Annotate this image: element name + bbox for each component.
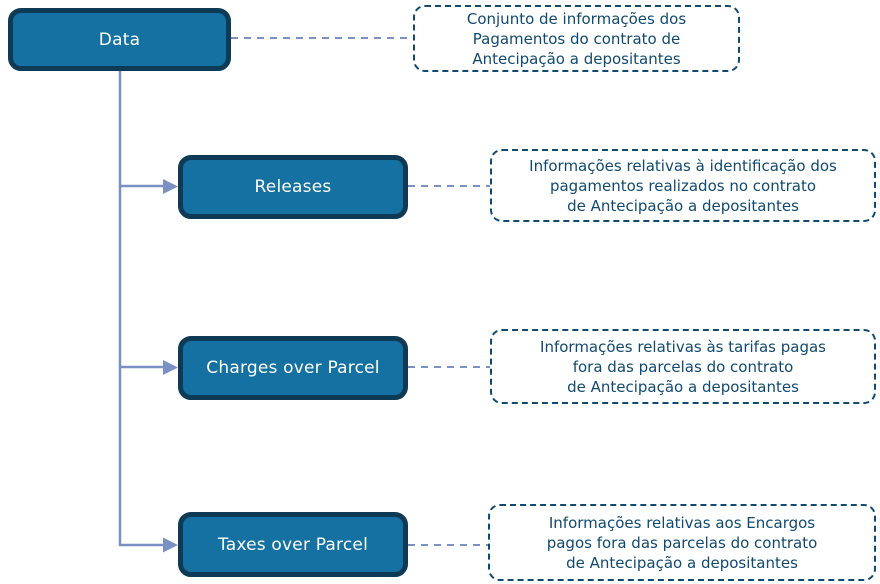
connector-trunk [118, 71, 164, 547]
annotation-line: de Antecipação a depositantes [566, 553, 798, 572]
annotation-line: de Antecipação a depositantes [567, 196, 799, 215]
arrowhead-taxes-icon [163, 537, 178, 553]
node-charges-label: Charges over Parcel [206, 358, 380, 378]
annotation-line: Informações relativas às tarifas pagas [540, 337, 826, 356]
annotation-releases: Informações relativas à identificação do… [490, 149, 876, 222]
annotation-line: Informações relativas à identificação do… [529, 156, 837, 175]
arrowhead-releases-icon [163, 179, 178, 194]
node-releases: Releases [178, 155, 408, 219]
arrowhead-charges-icon [163, 360, 178, 375]
annotation-line: fora das parcelas do contrato [572, 357, 794, 376]
annotation-taxes: Informações relativas aos Encargos pagos… [488, 504, 876, 581]
node-taxes-over-parcel: Taxes over Parcel [178, 512, 408, 577]
annotation-line: Pagamentos do contrato de [472, 29, 681, 48]
node-data-label: Data [98, 29, 141, 50]
node-charges-over-parcel: Charges over Parcel [178, 336, 408, 400]
annotation-line: pagamentos realizados no contrato [549, 176, 817, 195]
node-taxes-label: Taxes over Parcel [217, 534, 368, 555]
node-data: Data [8, 8, 231, 71]
annotation-line: Informações relativas aos Encargos [548, 513, 816, 532]
annotation-line: Conjunto de informações dos [466, 9, 687, 28]
annotation-line: de Antecipação a depositantes [567, 377, 799, 396]
node-releases-label: Releases [254, 177, 332, 197]
annotation-charges: Informações relativas às tarifas pagas f… [490, 329, 876, 404]
annotation-data: Conjunto de informações dos Pagamentos d… [413, 5, 740, 72]
annotation-line: pagos fora das parcelas do contrato [546, 533, 818, 552]
annotation-line: Antecipação a depositantes [472, 49, 681, 68]
